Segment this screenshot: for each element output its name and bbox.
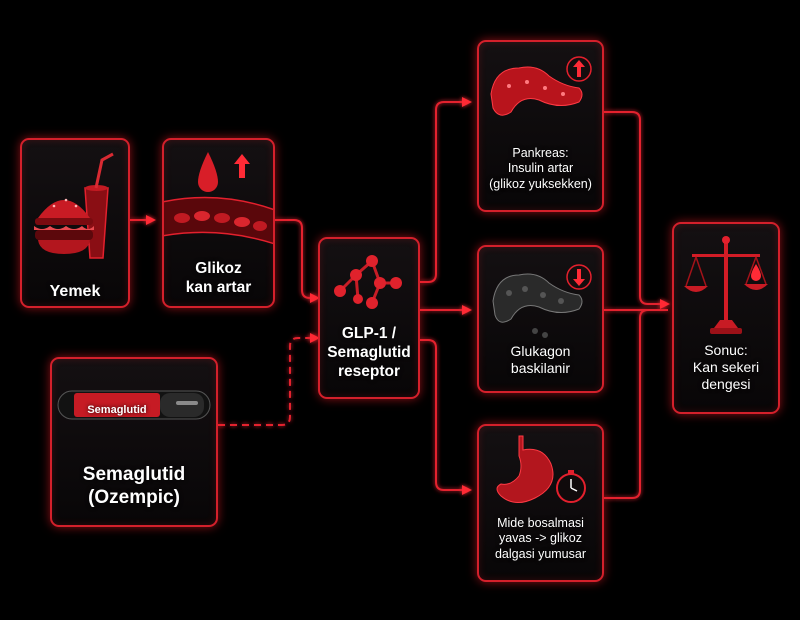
blood-drop-and-vessel-icon xyxy=(164,152,273,245)
node-glucagon-label: Glukagon baskilanir xyxy=(510,343,571,377)
node-food: Yemek xyxy=(20,138,130,308)
node-stomach: Mide bosalmasi yavas -> glikoz dalgasi y… xyxy=(477,424,604,582)
line-stomach-to-result xyxy=(604,309,668,499)
line-pancreas-to-result xyxy=(604,111,670,309)
node-receptor-label: GLP-1 / Semaglutid reseptor xyxy=(327,325,411,380)
burger-and-drink-icon xyxy=(34,152,114,259)
node-glucose: Glikoz kan artar xyxy=(162,138,275,308)
molecule-icon xyxy=(334,255,402,309)
stomach-and-stopwatch-icon xyxy=(496,435,586,503)
node-pancreas: Pankreas: Insulin artar (glikoz yuksekke… xyxy=(477,40,604,212)
balance-scale-icon xyxy=(684,236,768,334)
dark-pancreas-icon xyxy=(492,264,592,338)
node-glucose-label: Glikoz kan artar xyxy=(185,260,252,296)
arrow-receptor-to-pancreas xyxy=(420,97,472,283)
node-glucagon: Glukagon baskilanir xyxy=(477,245,604,393)
pancreas-icon xyxy=(490,56,592,116)
node-pancreas-label: Pankreas: Insulin artar (glikoz yuksekke… xyxy=(489,146,592,191)
arrow-up-icon xyxy=(234,154,250,178)
node-food-label: Yemek xyxy=(49,283,101,300)
node-drug: Semaglutid Semaglutid (Ozempic) xyxy=(50,357,218,527)
arrow-glucose-to-receptor xyxy=(275,219,320,303)
injection-pen-icon xyxy=(57,390,211,420)
node-drug-label: Semaglutid (Ozempic) xyxy=(82,464,186,509)
arrow-drug-to-receptor xyxy=(218,333,320,426)
node-stomach-label: Mide bosalmasi yavas -> glikoz dalgasi y… xyxy=(494,516,586,561)
node-result: Sonuc: Kan sekeri dengesi xyxy=(672,222,780,414)
pen-label-text: Semaglutid xyxy=(87,404,147,416)
node-receptor: GLP-1 / Semaglutid reseptor xyxy=(318,237,420,399)
node-result-label: Sonuc: Kan sekeri dengesi xyxy=(692,342,760,393)
arrow-receptor-to-stomach xyxy=(420,339,472,495)
